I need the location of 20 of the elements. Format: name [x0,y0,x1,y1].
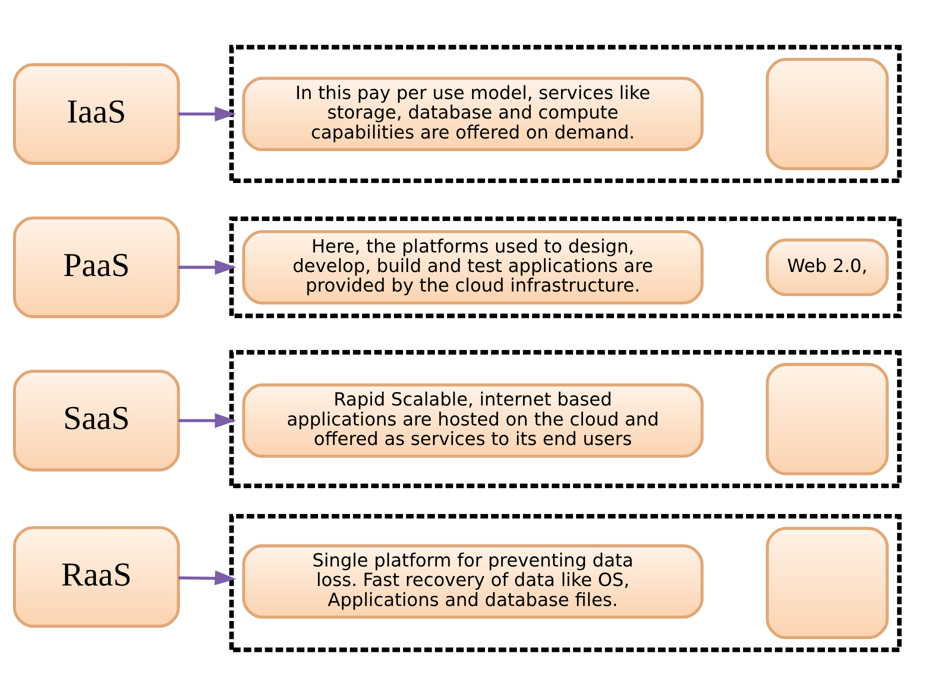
cluster [229,513,902,652]
node-box: Rapid Scalable, internet based applications are hosted on the cloud and offered as services to its end users [242,382,704,458]
arrow [178,570,236,585]
node-box: PaaS [12,216,180,318]
cluster [229,44,902,183]
arrow [178,106,236,121]
node-box [766,526,889,639]
arrow [178,412,236,428]
node-box [766,362,889,475]
node-box: Single platform for preventing data loss. Fast recovery of data like OS, Applications and database files. [242,544,704,618]
node-box: RaaS [12,526,180,628]
node-box: Web 2.0, [766,238,889,296]
node-box: SaaS [12,369,180,471]
node-box: In this pay per use model, services like storage, database and compute capabilities are offered on demand. [242,76,704,151]
cluster [229,216,902,318]
node-box: Here, the platforms used to design, develop, build and test applications are provided by the cloud infrastructure. [242,230,704,304]
arrow [178,259,236,274]
node-box: IaaS [12,62,180,164]
node-box [766,57,889,170]
cluster [229,350,902,488]
